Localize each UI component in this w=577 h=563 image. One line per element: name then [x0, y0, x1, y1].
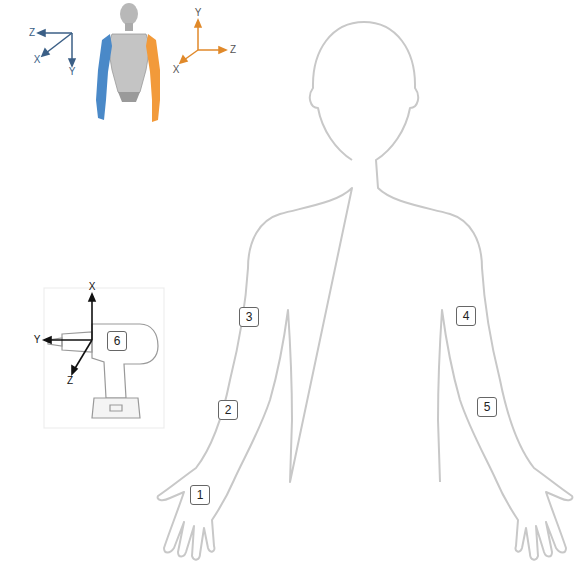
axis-label: Y [195, 8, 202, 18]
body-outline [158, 22, 573, 560]
callout-box: 2 [218, 400, 238, 420]
drill-illustration [44, 288, 164, 428]
axis-label: X [173, 65, 180, 75]
callout-box: 6 [107, 331, 127, 351]
axis-label: Z [29, 28, 35, 38]
callout-number: 3 [246, 311, 253, 323]
callout-box: 4 [456, 306, 476, 326]
callout-number: 4 [463, 310, 470, 322]
callout-number: 6 [114, 335, 121, 347]
axes-triad [38, 30, 75, 66]
callout-box: 3 [239, 307, 259, 327]
axis-label: Z [67, 376, 73, 386]
callout-number: 1 [197, 489, 204, 501]
axis-label: Y [34, 335, 41, 345]
axis-label: X [89, 282, 96, 292]
callout-number: 5 [484, 401, 491, 413]
axis-label: X [34, 55, 41, 65]
callout-box: 1 [190, 485, 210, 505]
axis-label: Y [69, 67, 76, 77]
mannequin-figure [96, 3, 160, 122]
axes-triad [180, 20, 226, 63]
axes-triad [44, 294, 95, 374]
callout-box: 5 [477, 397, 497, 417]
callout-number: 2 [225, 404, 232, 416]
axis-label: Z [230, 45, 236, 55]
